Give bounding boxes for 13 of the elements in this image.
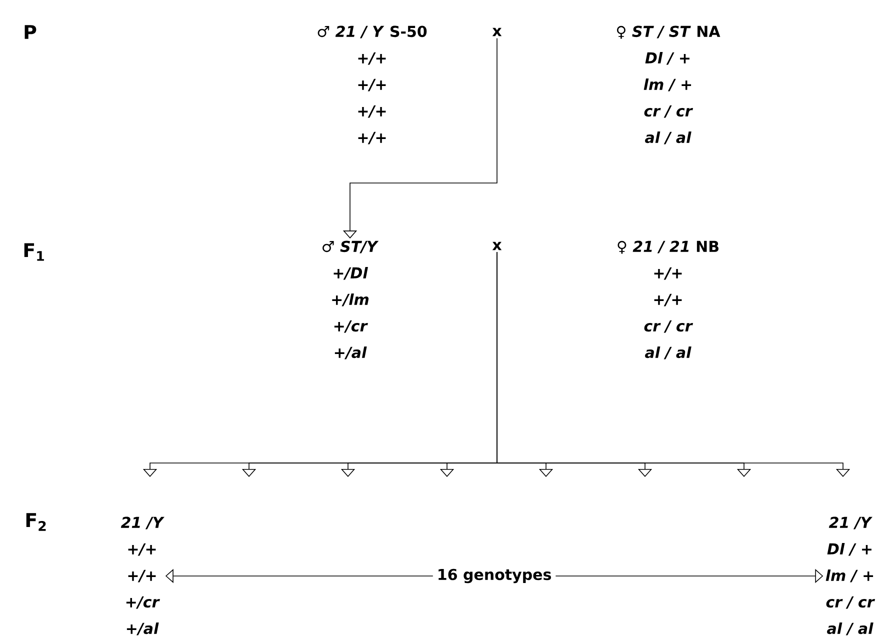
genotype-text: ♂ 21 / Y S-50 +/+ +/+ +/+ +/+ xyxy=(318,26,427,144)
generation-label: F$_{1}$ xyxy=(24,243,44,261)
generation-label: P xyxy=(24,25,36,39)
genotype-text: ♀ 21 / 21 NB +/+ +/+ cr / cr al / al xyxy=(618,240,718,360)
genotype-text: ♂ ST/Y +/Dl +/lm +/cr +/al xyxy=(322,240,379,360)
genotype-text: ♀ ST / ST NA Dl / + lm / + cr / cr al / al xyxy=(617,26,720,144)
genotype-text: 21 /Y +/+ +/+ +/cr +/al xyxy=(120,516,164,636)
genotype-text: 21 /Y Dl / + lm / + cr / cr al / al xyxy=(826,516,876,636)
arrow xyxy=(496,252,850,477)
cross-sign: x xyxy=(492,28,502,36)
genotype-text: x xyxy=(492,242,502,250)
edge-label: 16 genotypes xyxy=(432,564,556,588)
generation-label: F$_{2}$ xyxy=(26,513,46,531)
